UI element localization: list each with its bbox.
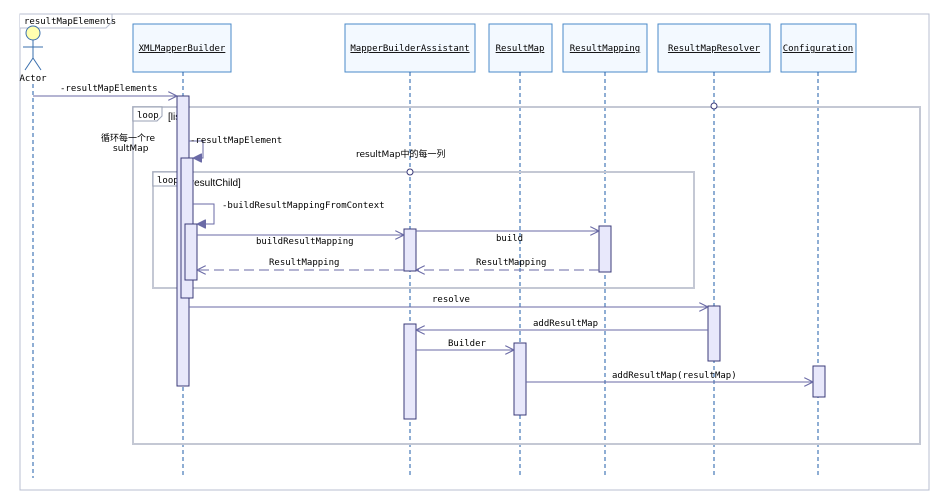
lifeline-label: ResultMapResolver <box>668 44 761 54</box>
lifeline-label: Configuration <box>783 44 853 54</box>
fragment-keyword: loop <box>157 176 179 186</box>
message-label: ResultMapping <box>269 258 339 268</box>
lifeline-resultmapping[interactable]: ResultMapping <box>562 23 648 478</box>
actor: Actor <box>19 25 47 478</box>
message-label: addResultMap <box>533 319 598 329</box>
activation-resultmap <box>513 342 527 416</box>
actor-label: Actor <box>19 74 47 84</box>
message-label: Builder <box>448 339 487 349</box>
fragment-note: sultMap <box>113 144 149 154</box>
fragment-guard: [resultChild] <box>188 178 241 189</box>
lifeline-configuration[interactable]: Configuration <box>780 23 857 478</box>
lifeline-label: MapperBuilderAssistant <box>350 44 469 54</box>
diagram-frame: resultMapElements <box>19 13 930 491</box>
message-builder: Builder <box>416 339 514 350</box>
lifeline-label: ResultMapping <box>570 44 640 54</box>
activation-resultmapresolver <box>707 305 721 362</box>
fragment-note: resultMap中的每一列 <box>356 148 445 160</box>
fragment-keyword: loop <box>137 111 159 121</box>
fragment-note: 循环每一个re <box>101 132 156 144</box>
activation-mapperbuilderassistant-add <box>403 323 417 420</box>
message-resultmapelement: -resultMapElement <box>189 136 282 158</box>
message-addresultmap-configuration: addResultMap(resultMap) <box>526 371 813 382</box>
message-buildresultmappingfromcontext: -buildResultMappingFromContext <box>193 201 385 224</box>
message-label: -resultMapElement <box>190 136 282 146</box>
message-resolve: resolve <box>189 295 708 307</box>
activation-configuration <box>812 365 826 398</box>
lifeline-label: ResultMap <box>496 44 545 54</box>
message-resultmapelements: -resultMapElements <box>33 84 177 96</box>
message-buildresultmapping: buildResultMapping <box>197 235 404 247</box>
message-label: buildResultMapping <box>256 237 354 247</box>
message-label: resolve <box>432 295 470 305</box>
lifeline-resultmapresolver[interactable]: ResultMapResolver <box>657 23 771 478</box>
gate-marker <box>406 168 414 176</box>
message-label: build <box>496 234 523 244</box>
lifeline-xmlmapperbuilder[interactable]: XMLMapperBuilder <box>132 23 232 478</box>
message-label: -resultMapElements <box>60 84 158 94</box>
message-label: -buildResultMappingFromContext <box>222 201 385 211</box>
message-label: ResultMapping <box>476 258 546 268</box>
gate-marker <box>710 102 718 110</box>
message-label: addResultMap(resultMap) <box>612 371 737 381</box>
message-build: build <box>416 231 599 244</box>
activation-xmlmapperbuilder-context <box>184 223 198 281</box>
message-addresultmap: addResultMap <box>416 319 708 330</box>
actor-icon <box>23 25 43 71</box>
message-return-resultmapping-2: ResultMapping <box>197 258 404 270</box>
frame-title: resultMapElements <box>24 17 116 27</box>
lifeline-label: XMLMapperBuilder <box>139 44 226 54</box>
message-return-resultmapping-1: ResultMapping <box>416 258 599 270</box>
activation-mapperbuilderassistant-build <box>403 228 417 272</box>
activation-resultmapping <box>598 225 612 273</box>
